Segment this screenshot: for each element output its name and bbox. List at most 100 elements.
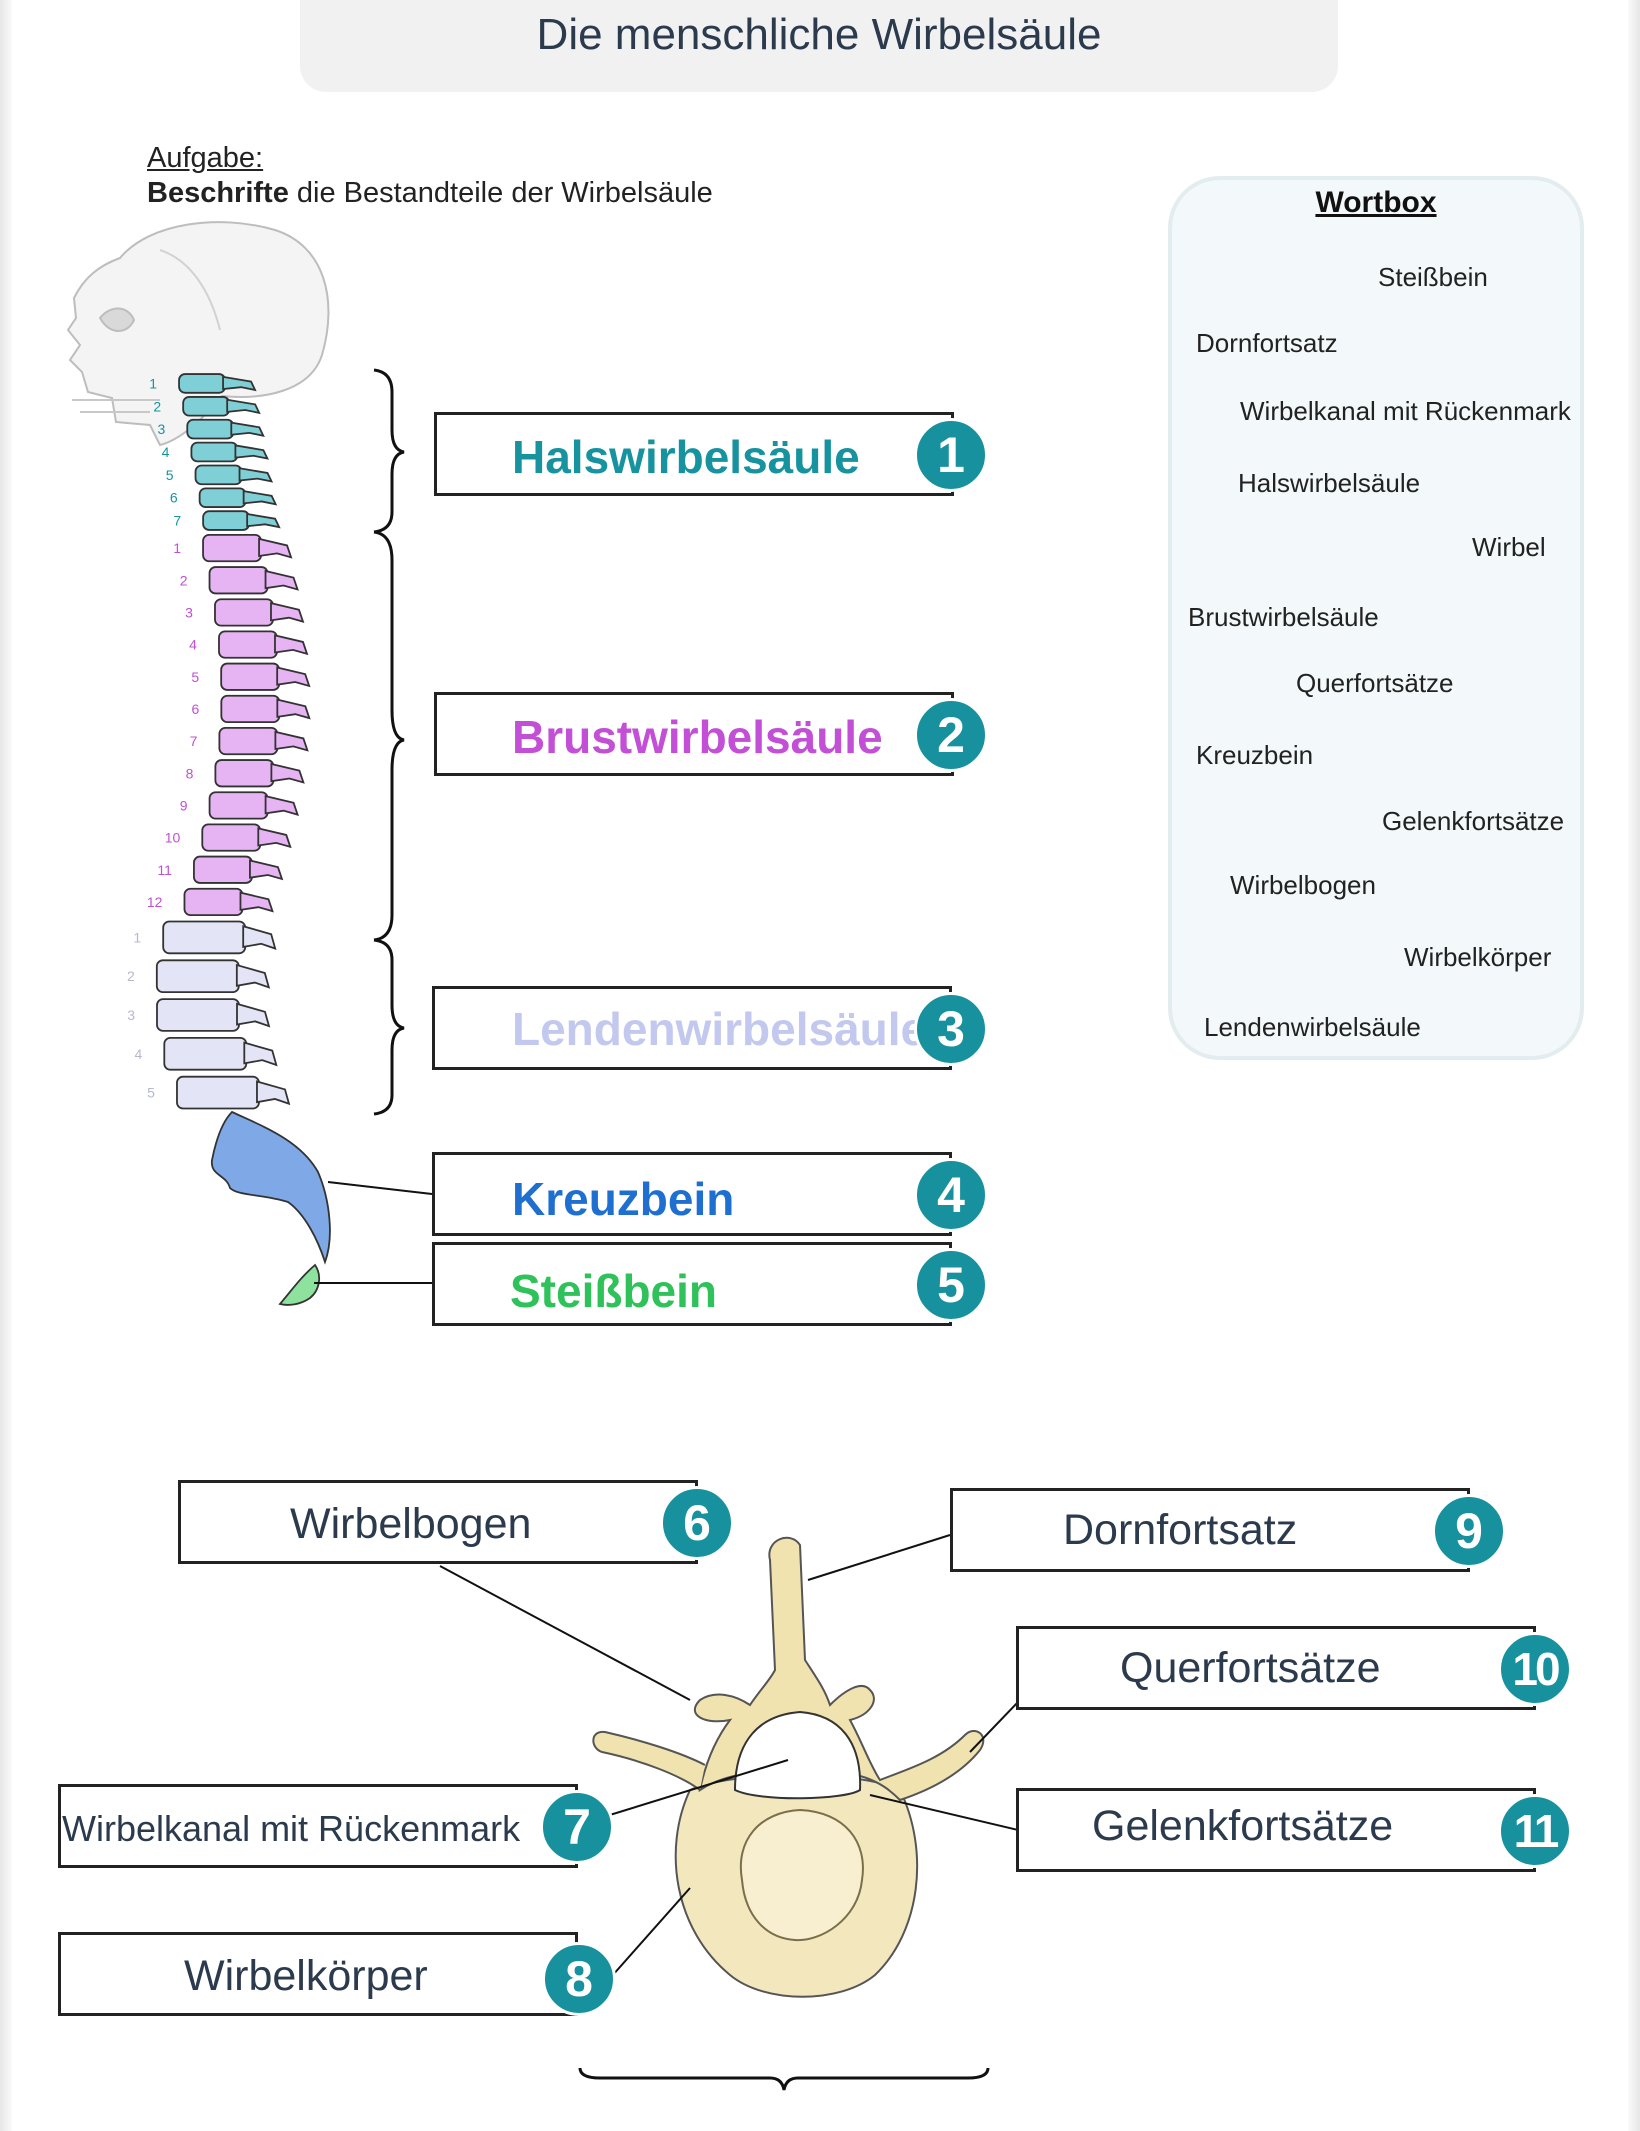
vertebra-count-number: 9 xyxy=(180,797,188,813)
label-lumbar-text: Lendenwirbelsäule xyxy=(512,1003,927,1055)
vertebral-canal xyxy=(733,1710,862,1800)
label-box-articular-processes[interactable] xyxy=(1016,1788,1536,1872)
thoracic-vertebra xyxy=(214,598,305,627)
vertebra-count-number: 1 xyxy=(133,929,141,945)
vertebra-count-number: 4 xyxy=(134,1046,142,1062)
vertebra-count-number: 5 xyxy=(166,467,174,483)
word-box-item: Wirbelkanal mit Rückenmark xyxy=(1240,396,1571,426)
vertebra-count-number: 11 xyxy=(157,862,172,878)
word-box-item: Querfortsätze xyxy=(1296,668,1454,698)
cervical-vertebra xyxy=(178,373,257,394)
word-box-item: Halswirbelsäule xyxy=(1238,468,1421,498)
vertebra-count-number: 3 xyxy=(127,1007,135,1023)
label-box-vertebral-arch[interactable] xyxy=(178,1480,698,1564)
vertebra-count-number: 2 xyxy=(127,968,135,984)
vertebra-count-number: 7 xyxy=(173,513,181,529)
thoracic-vertebra xyxy=(218,726,309,756)
word-box-item: Lendenwirbelsäule xyxy=(1204,1012,1421,1042)
page-edge-right xyxy=(1628,0,1640,2131)
vertebra-count-number: 4 xyxy=(162,444,170,460)
label-vertebral-canal-text: Wirbelkanal mit Rückenmark xyxy=(62,1808,521,1849)
word-box-item: Wirbelbogen xyxy=(1230,870,1376,900)
word-box xyxy=(1168,176,1584,1060)
badge-11: 11 xyxy=(1498,1794,1572,1868)
label-box-vertebral-canal[interactable] xyxy=(58,1784,578,1868)
badge-9: 9 xyxy=(1432,1494,1506,1568)
vertebra-count-number: 4 xyxy=(189,637,197,653)
vertebra-count-number: 1 xyxy=(149,375,157,391)
thoracic-vertebra xyxy=(193,855,284,884)
label-box-vertebral-body[interactable] xyxy=(58,1932,578,2016)
cervical-vertebrae xyxy=(178,373,281,531)
vertebra-count-number: 1 xyxy=(173,540,181,556)
lumbar-vertebra xyxy=(163,1036,278,1071)
thoracic-vertebra xyxy=(208,791,299,820)
section-braces xyxy=(373,368,405,1116)
word-box-item: Gelenkfortsätze xyxy=(1382,806,1565,836)
vertebra-count-number: 10 xyxy=(165,830,181,846)
thoracic-vertebra xyxy=(220,662,311,691)
label-articular-processes-text: Gelenkfortsätze xyxy=(1092,1802,1394,1850)
bottom-brace xyxy=(578,2067,990,2091)
vertebra-count-number: 2 xyxy=(180,572,188,588)
lumbar-vertebra xyxy=(162,920,277,955)
label-coccyx-text: Steißbein xyxy=(510,1265,718,1317)
word-box-item: Wirbel xyxy=(1472,532,1546,562)
badge-5: 5 xyxy=(914,1248,988,1322)
vertebra-count-number: 2 xyxy=(153,398,161,414)
cervical-vertebra xyxy=(182,396,261,417)
vertebra-count-number: 3 xyxy=(185,604,193,620)
label-vertebral-arch-text: Wirbelbogen xyxy=(290,1500,532,1548)
thoracic-vertebra xyxy=(202,533,293,563)
label-box-cervical[interactable] xyxy=(434,412,954,496)
label-box-coccyx[interactable] xyxy=(432,1242,952,1326)
spine-illustration xyxy=(155,373,331,1306)
lumbar-vertebra xyxy=(156,998,271,1032)
task-bold-word: Beschrifte xyxy=(147,177,289,209)
page-title: Die menschliche Wirbelsäule xyxy=(536,10,1102,59)
vertebra-count-number: 12 xyxy=(147,894,163,910)
badge-6: 6 xyxy=(660,1486,734,1560)
coccyx-shape xyxy=(278,1263,321,1306)
word-box-item: Wirbelkörper xyxy=(1404,942,1552,972)
label-box-spinous-process[interactable] xyxy=(950,1488,1470,1572)
vertebra-count-number: 6 xyxy=(170,490,178,506)
skull-illustration xyxy=(66,221,330,447)
thoracic-vertebra xyxy=(208,566,299,595)
label-box-thoracic[interactable] xyxy=(434,692,954,776)
vertebra-count-number: 7 xyxy=(190,733,198,749)
cervical-vertebra xyxy=(186,418,265,440)
lumbar-vertebra xyxy=(176,1075,291,1110)
label-vertebral-body-text: Wirbelkörper xyxy=(184,1952,428,2000)
lumbar-vertebrae xyxy=(155,920,291,1110)
badge-10: 10 xyxy=(1498,1632,1572,1706)
vertebra-count-number: 5 xyxy=(147,1085,155,1101)
label-spinous-process-text: Dornfortsatz xyxy=(1063,1506,1298,1554)
word-box-title: Wortbox xyxy=(1315,186,1437,219)
badge-7: 7 xyxy=(540,1790,614,1864)
thoracic-vertebra xyxy=(201,823,292,852)
word-box-item: Steißbein xyxy=(1378,262,1488,292)
vertebra-count-number: 5 xyxy=(191,669,199,685)
badge-8: 8 xyxy=(542,1942,616,2016)
cervical-vertebra xyxy=(198,487,278,508)
task-instruction: Beschrifte die Bestandteile der Wirbelsä… xyxy=(147,177,713,210)
vertebra-count-number: 6 xyxy=(192,701,200,717)
lumbar-vertebra xyxy=(155,959,271,994)
badge-2: 2 xyxy=(914,698,988,772)
cervical-vertebra xyxy=(190,441,269,463)
spine-leader-lines xyxy=(314,1181,433,1284)
cervical-vertebra xyxy=(194,464,274,486)
thoracic-vertebra xyxy=(214,759,305,788)
word-box-item: Dornfortsatz xyxy=(1196,328,1338,358)
page-edge-left xyxy=(0,0,12,2131)
label-box-lumbar[interactable] xyxy=(432,986,952,1070)
thoracic-vertebra xyxy=(183,887,274,917)
word-box-item: Brustwirbelsäule xyxy=(1188,602,1379,632)
label-cervical-text: Halswirbelsäule xyxy=(512,431,860,483)
sacrum-shape xyxy=(211,1110,331,1265)
badge-1: 1 xyxy=(914,418,988,492)
task-rest: die Bestandteile der Wirbelsäule xyxy=(288,177,713,209)
